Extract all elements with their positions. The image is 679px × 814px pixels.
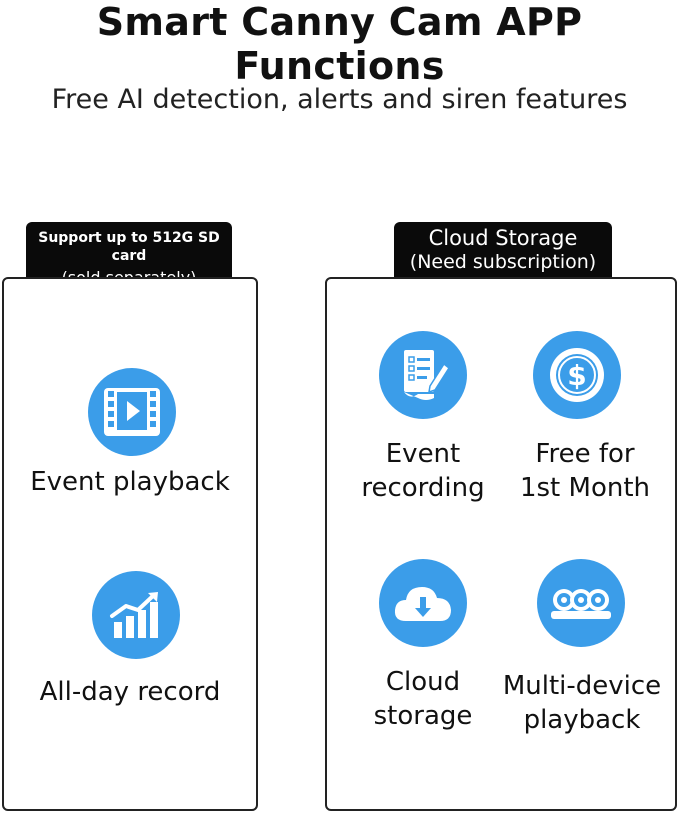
cloud-storage-tab: Cloud Storage (Need subscription) bbox=[394, 222, 612, 278]
cloud-storage-tab-note: (Need subscription) bbox=[409, 251, 597, 273]
sd-card-tab: Support up to 512G SD card (sold separat… bbox=[26, 222, 232, 287]
sd-card-panel: Event playback All-day record bbox=[2, 277, 258, 811]
page-title: Smart Canny Cam APP Functions bbox=[96, 0, 583, 88]
free-first-month-line2: 1st Month bbox=[519, 473, 651, 503]
event-recording-label: Event recording bbox=[333, 437, 513, 505]
cloud-storage-line2: storage bbox=[373, 701, 473, 731]
multi-device-playback-label: Multi-device playback bbox=[489, 669, 675, 737]
video-playback-icon bbox=[88, 368, 176, 456]
cloud-storage-line1: Cloud bbox=[385, 667, 461, 697]
growth-chart-icon bbox=[92, 571, 180, 659]
sd-card-tab-title: Support up to 512G SD card bbox=[38, 230, 220, 264]
cloud-storage-tab-title: Cloud Storage bbox=[428, 226, 578, 250]
page-subtitle: Free AI detection, alerts and siren feat… bbox=[51, 84, 628, 115]
dollar-coin-icon: $ bbox=[533, 331, 621, 419]
all-day-record-label: All-day record bbox=[39, 677, 221, 707]
document-edit-icon bbox=[379, 331, 467, 419]
cloud-storage-panel: Event recording $ Free for 1st Month Clo… bbox=[325, 277, 677, 811]
event-playback-label: Event playback bbox=[30, 467, 230, 497]
multi-camera-icon bbox=[537, 559, 625, 647]
event-recording-line1: Event bbox=[385, 439, 461, 469]
multi-device-playback-line1: Multi-device bbox=[502, 671, 662, 701]
svg-text:$: $ bbox=[567, 359, 586, 392]
free-first-month-line1: Free for bbox=[535, 439, 635, 469]
multi-device-playback-line2: playback bbox=[523, 705, 641, 735]
cloud-storage-label: Cloud storage bbox=[333, 665, 513, 733]
event-recording-line2: recording bbox=[361, 473, 485, 503]
cloud-download-icon bbox=[379, 559, 467, 647]
free-first-month-label: Free for 1st Month bbox=[495, 437, 675, 505]
